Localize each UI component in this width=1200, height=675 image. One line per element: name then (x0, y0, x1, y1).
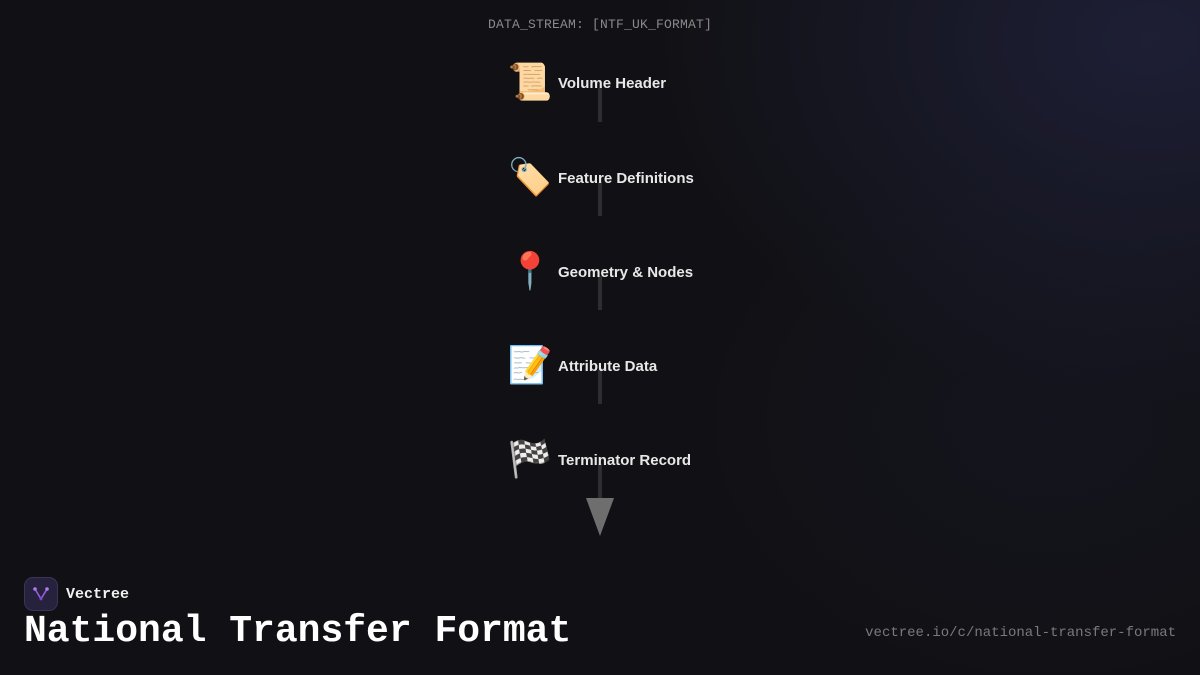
flow-step-geometry-nodes: 📍 Geometry & Nodes (506, 248, 693, 296)
stream-label: DATA_STREAM: [NTF_UK_FORMAT] (487, 17, 713, 32)
flow-connector (598, 276, 602, 310)
step-label: Geometry & Nodes (558, 263, 694, 281)
flow-step-volume-header: 📜 Volume Header (506, 59, 667, 107)
flow-connector (598, 182, 602, 216)
map-pin-icon: 📍 (507, 251, 553, 292)
vectree-logo-icon (24, 577, 58, 611)
step-label: Terminator Record (558, 451, 692, 469)
flow-step-terminator-record: 🏁 Terminator Record (506, 436, 692, 484)
brand-name: Vectree (66, 585, 130, 603)
vectree-logo-mark (33, 587, 49, 601)
page-title: National Transfer Format (24, 610, 572, 653)
flow-connector (598, 370, 602, 404)
step-label: Feature Definitions (558, 169, 694, 187)
step-label: Volume Header (558, 74, 667, 92)
label-tag-icon: 🏷️ (507, 157, 553, 198)
brand: Vectree (24, 577, 129, 611)
flow-connector (598, 88, 602, 122)
page-url[interactable]: vectree.io/c/national-transfer-format (865, 625, 1176, 641)
arrow-down-icon (586, 498, 614, 536)
flow-step-attribute-data: 📝 Attribute Data (506, 342, 658, 390)
flow-step-feature-definitions: 🏷️ Feature Definitions (506, 154, 694, 202)
step-label: Attribute Data (558, 357, 658, 375)
scroll-icon: 📜 (507, 62, 553, 103)
flow-connector (598, 464, 602, 500)
checkered-flag-icon: 🏁 (507, 439, 553, 480)
memo-icon: 📝 (507, 345, 553, 386)
